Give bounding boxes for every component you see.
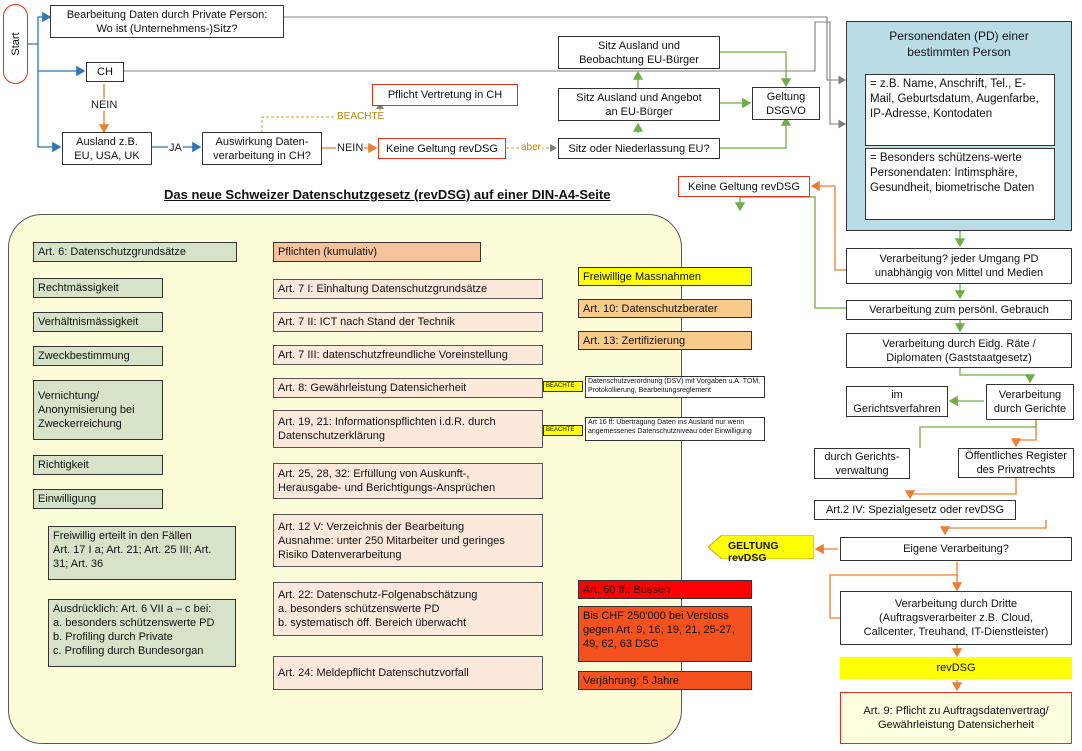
voluntary-item: Art. 10: Datenschutzberater [578, 299, 752, 318]
fines-detail: Bis CHF 250'000 bei Verstoss gegen Art. … [578, 606, 752, 662]
nein-label-2: NEIN [336, 142, 365, 154]
duty-item: Art. 22: Datenschutz-Folgenabschätzung a… [273, 582, 543, 636]
question-company-seat: Bearbeitung Daten durch Private Person: … [50, 5, 284, 38]
federal-diplomats: Verarbeitung durch Eidg. Räte / Diplomat… [846, 333, 1072, 368]
processing-by-courts: Verarbeitung durch Gerichte [986, 384, 1074, 420]
duty-item: Art. 12 V: Verzeichnis der Bearbeitung A… [273, 514, 543, 567]
duty-item: Art. 25, 28, 32: Erfüllung von Auskunft-… [273, 463, 543, 499]
beachte-label-top: BEACHTE [336, 111, 386, 123]
impact-question: Auswirkung Daten- verarbeitung in CH? [202, 132, 322, 165]
beachte-tag-art8: BEACHTE [543, 381, 583, 392]
abroad-offer: Sitz Ausland und Angebot an EU-Bürger [558, 88, 720, 121]
own-processing-question: Eigene Verarbeitung? [840, 537, 1072, 561]
ch-node: CH [86, 62, 124, 82]
nein-label-1: NEIN [90, 99, 119, 111]
start-node: Start [3, 4, 28, 84]
sensitive-data-examples: = Besonders schützens-werte Personendate… [865, 148, 1055, 220]
special-law-node: Art.2 IV: Spezialgesetz oder revDSG [814, 500, 1016, 520]
note-transfer-abroad: Art 16 ff: Übertragung Daten ins Ausland… [585, 417, 765, 441]
seat-eu-question: Sitz oder Niederlassung EU? [558, 138, 720, 159]
principle-item: Rechtmässigkeit [33, 278, 163, 298]
court-administration: durch Gerichts- verwaltung [814, 448, 910, 479]
duty-item: Art. 24: Meldepflicht Datenschutzvorfall [273, 656, 543, 690]
voluntary-header: Freiwillige Massnahmen [578, 267, 752, 286]
principle-item: Einwilligung [33, 489, 163, 509]
principle-item: Zweckbestimmung [33, 346, 163, 366]
personal-data-title: Personendaten (PD) einer bestimmten Pers… [889, 29, 1029, 59]
fines-header: Art. 60 ff.: Bussen [578, 580, 752, 599]
duty-item: Art. 7 I: Einhaltung Datenschutzgrundsät… [273, 279, 543, 299]
representation-duty: Pflicht Vertretung in CH [372, 84, 518, 106]
personal-use: Verarbeitung zum persönl. Gebrauch [846, 300, 1072, 320]
abroad-node: Ausland z.B. EU, USA, UK [62, 132, 152, 165]
duty-item: Art. 19, 21: Informationspflichten i.d.R… [273, 410, 543, 448]
personal-data-examples: = z.B. Name, Anschrift, Tel., E-Mail, Ge… [865, 74, 1055, 146]
aber-label: aber [520, 142, 543, 154]
no-revdsg-1: Keine Geltung revDSG [378, 138, 506, 159]
revdsg-applies-banner: GELTUNG revDSG [707, 534, 815, 564]
ja-label: JA [168, 142, 183, 154]
principles-header: Art. 6: Datenschutzgrundsätze [33, 242, 237, 262]
processing-definition: Verarbeitung? jeder Umgang PD unabhängig… [846, 248, 1072, 284]
duties-header: Pflichten (kumulativ) [273, 242, 481, 262]
art9-duty: Art. 9: Pflicht zu Auftragsdatenvertrag/… [840, 692, 1072, 744]
duty-item: Art. 8: Gewährleistung Datensicherheit [273, 378, 543, 398]
in-court-proceedings: im Gerichtsverfahren [846, 386, 948, 417]
third-party-processing: Verarbeitung durch Dritte (Auftragsverar… [840, 591, 1072, 645]
no-revdsg-2: Keine Geltung revDSG [678, 176, 810, 197]
duty-item: Art. 7 II: ICT nach Stand der Technik [273, 312, 543, 332]
revdsg-bar: revDSG [840, 657, 1072, 679]
principle-item: Verhältnismässigkeit [33, 312, 163, 332]
limitation-period: Verjährung: 5 Jahre [578, 671, 752, 690]
duty-item: Art. 7 III: datenschutzfreundliche Vorei… [273, 345, 543, 365]
consent-explicit: Ausdrücklich: Art. 6 VII a – c bei: a. b… [48, 599, 236, 667]
personal-data-panel: Personendaten (PD) einer bestimmten Pers… [846, 21, 1072, 231]
beachte-tag-art16: BEACHTE [543, 425, 583, 436]
abroad-observation: Sitz Ausland und Beobachtung EU-Bürger [558, 36, 720, 69]
voluntary-item: Art. 13: Zertifizierung [578, 331, 752, 350]
principle-item: Vernichtung/ Anonymisierung bei Zweckerr… [33, 380, 163, 440]
consent-voluntary: Freiwillig erteilt in den Fällen Art. 17… [48, 526, 236, 580]
page-title: Das neue Schweizer Datenschutzgesetz (re… [164, 187, 611, 202]
gdpr-applies: Geltung DSGVO [752, 87, 820, 120]
principle-item: Richtigkeit [33, 455, 163, 475]
public-register: Öffentliches Register des Privatrechts [958, 448, 1074, 478]
note-dsv: Datenschutzverordnung (DSV) mit Vorgaben… [585, 376, 765, 398]
